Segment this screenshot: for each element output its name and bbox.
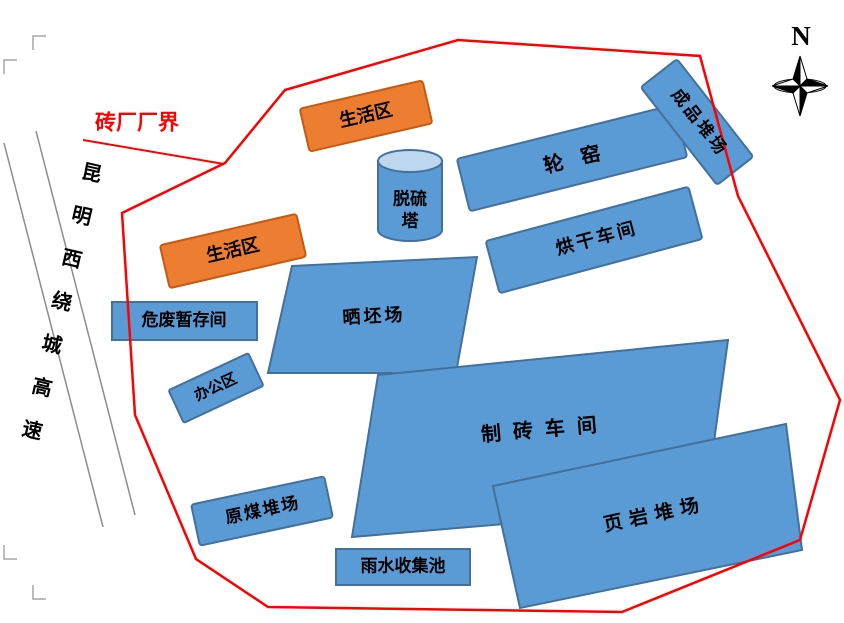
north-compass-icon xyxy=(771,55,829,117)
hazwaste-storage-label: 危废暂存间 xyxy=(141,310,227,330)
desulfurization-tower-label-line2: 塔 xyxy=(401,211,419,231)
shale-yard-shape xyxy=(491,422,804,610)
living-area-left-shape xyxy=(159,213,307,289)
raw-coal-yard-shape xyxy=(190,475,334,547)
desulfurization-tower-label-line1: 脱硫 xyxy=(393,189,427,209)
corner-mark xyxy=(3,59,17,74)
boundary-label-leader-line xyxy=(82,139,225,165)
highway-line-right xyxy=(35,130,136,516)
desulfurization-tower-body xyxy=(377,160,443,242)
corner-mark xyxy=(32,585,46,600)
corner-mark xyxy=(32,35,46,50)
office-area-shape xyxy=(168,352,264,424)
rainwater-pool-shape xyxy=(335,548,471,586)
rainwater-pool-label: 雨水收集池 xyxy=(360,556,446,576)
desulfurization-tower-top xyxy=(377,149,443,173)
brick-drying-field-label: 晒坯场 xyxy=(341,304,406,328)
highway-line-left xyxy=(3,142,104,528)
highway-lines xyxy=(3,130,136,528)
north-label: N xyxy=(791,21,811,52)
corner-mark xyxy=(3,545,17,560)
living-area-top-shape xyxy=(299,79,433,153)
plant-boundary-label: 砖厂厂界 xyxy=(95,111,179,135)
corner-marks xyxy=(3,35,46,600)
hazwaste-storage-shape xyxy=(111,301,258,341)
plant-boundary-outline xyxy=(120,38,842,614)
drying-workshop-shape xyxy=(485,186,703,294)
